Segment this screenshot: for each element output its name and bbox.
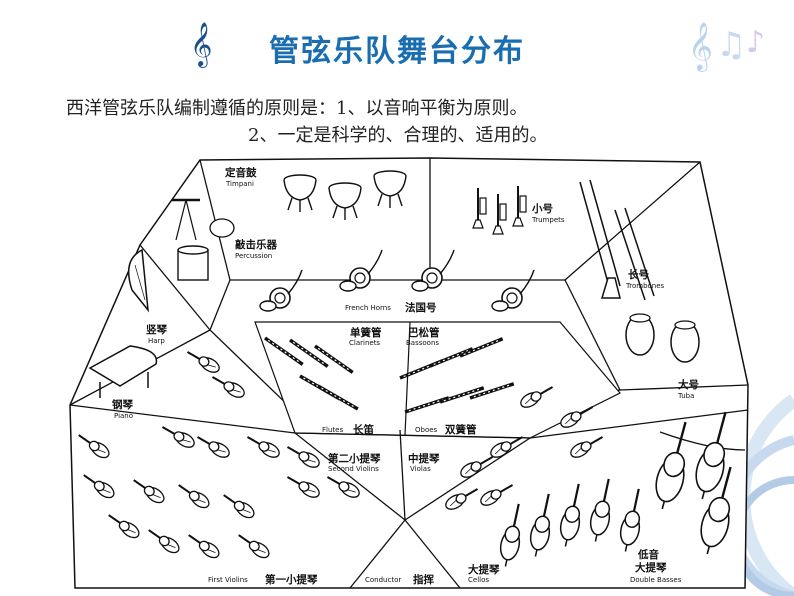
- bassoons-label-en: Bassoons: [406, 339, 439, 347]
- tuba-label-cn: 大号: [678, 378, 699, 391]
- harp-label-cn: 竖琴: [146, 323, 167, 336]
- horns-label-cn: 法国号: [405, 301, 437, 314]
- bassoons-label-cn: 巴松管: [408, 326, 440, 339]
- second-violins-label-cn: 第二小提琴: [328, 452, 381, 465]
- first-violins-label-en: First Violins: [208, 576, 248, 584]
- clarinets-label-cn: 单簧管: [350, 326, 382, 339]
- basses-label-en: Double Basses: [630, 576, 682, 584]
- oboes-label-en: Oboes: [415, 426, 438, 434]
- timpani-label-en: Timpani: [225, 180, 254, 188]
- principle-line-2: 2、一定是科学的、合理的、适用的。: [248, 125, 548, 146]
- svg-text:♫: ♫: [716, 25, 746, 65]
- violas-label-en: Violas: [410, 465, 431, 473]
- cellos-label-en: Cellos: [468, 576, 489, 584]
- trombones-label-cn: 长号: [628, 268, 649, 281]
- horns-label-en: French Horns: [345, 304, 391, 312]
- timpani-drum: [373, 170, 407, 209]
- first-violins-label-cn: 第一小提琴: [265, 573, 318, 586]
- timpani-label-cn: 定音鼓: [224, 166, 257, 179]
- piano-icon: [88, 345, 158, 398]
- oboes-label-cn: 双簧管: [444, 423, 477, 436]
- conductor-label-cn: 指挥: [413, 573, 434, 586]
- trumpets-label-en: Trumpets: [531, 216, 565, 224]
- percussion-label-en: Percussion: [235, 252, 272, 260]
- svg-text:♪: ♪: [746, 25, 765, 60]
- trombones-label-en: Trombones: [625, 282, 665, 290]
- conductor-label-en: Conductor: [365, 576, 401, 584]
- tuba-label-en: Tuba: [677, 392, 694, 400]
- piano-label-en: Piano: [114, 412, 133, 420]
- piano-label-cn: 钢琴: [112, 398, 133, 411]
- timpani-drum: [283, 174, 317, 213]
- trumpets-label-cn: 小号: [531, 202, 553, 215]
- flutes-label-en: Flutes: [322, 426, 343, 434]
- orchestra-seating-diagram: 定音鼓 Timpani 敲击乐器 Percussion 竖琴 Harp 钢琴 P…: [69, 157, 749, 589]
- svg-text:𝄞: 𝄞: [688, 21, 713, 72]
- flutes-label-cn: 长笛: [353, 423, 374, 436]
- harp-label-en: Harp: [148, 337, 165, 345]
- violas-label-cn: 中提琴: [408, 452, 440, 465]
- slide-title: 管弦乐队舞台分布: [269, 34, 525, 69]
- basses-label-cn1: 低音: [637, 548, 659, 561]
- percussion-instruments: [172, 198, 235, 281]
- percussion-label-cn: 敲击乐器: [235, 238, 277, 251]
- harp-icon: [127, 248, 149, 313]
- cellos-label-cn: 大提琴: [468, 563, 500, 576]
- second-violins-label-en: Second Violins: [328, 465, 379, 473]
- clarinets-label-en: Clarinets: [349, 339, 380, 347]
- trombone-icons: [579, 179, 655, 301]
- timpani-drum: [328, 182, 362, 221]
- treble-clef-icon: 𝄞: [190, 22, 213, 66]
- tuba-icons: [625, 313, 700, 363]
- principle-line-1: 西洋管弦乐队编制遵循的原则是：1、以音响平衡为原则。: [66, 98, 528, 119]
- music-notes-icon: 𝄞 ♫ ♪: [688, 21, 765, 72]
- basses-label-cn2: 大提琴: [635, 561, 667, 574]
